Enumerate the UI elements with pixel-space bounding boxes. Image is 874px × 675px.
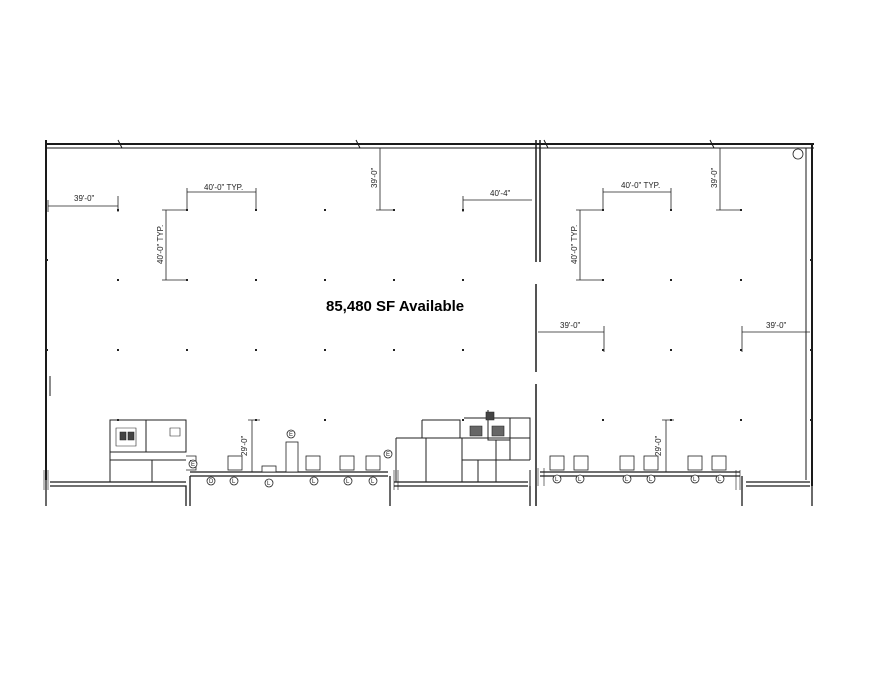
column [740,349,742,351]
column [324,419,326,421]
marker-leveler: L [718,477,722,483]
marker-leveler: L [312,479,316,485]
column [740,279,742,281]
dock-door [339,455,355,471]
dim-typ-v-right: 40'-0" TYP. [570,225,579,264]
column [186,349,188,351]
dock-door [365,455,381,471]
marker-leveler: L [693,477,697,483]
column [810,259,812,261]
column [462,279,464,281]
marker-exit: E [289,432,293,438]
column [186,279,188,281]
dim-typ-v-left: 40'-0" TYP. [156,225,165,264]
dock-door [285,441,299,473]
marker-leveler: L [346,479,350,485]
column [46,259,48,261]
dim-depth-right: 39'-0" [710,167,719,188]
dim-dock-right: 29'-0" [654,435,663,456]
column [324,279,326,281]
dim-depth-left: 39'-0" [370,167,379,188]
column [255,349,257,351]
marker-exit: E [386,452,390,458]
marker-leveler: L [371,479,375,485]
marker-exit: E [191,462,195,468]
column [46,349,48,351]
column [462,349,464,351]
dock-doors [227,441,727,473]
marker-leveler: L [267,481,271,487]
column-round [792,148,804,160]
dim-bay-far-right: 39'-0" [766,321,787,330]
column [670,279,672,281]
marker-leveler: L [578,477,582,483]
column [462,419,464,421]
dock-door [687,455,703,471]
dock-markers: D L L L L L L L L L L L E E E [188,429,725,488]
dim-span-mid: 40'-4" [490,189,511,198]
column [602,419,604,421]
dim-bay-left: 39'-0" [74,194,95,203]
column [740,419,742,421]
column [255,279,257,281]
dim-typ-h-left: 40'-0" TYP. [204,183,243,192]
dim-bay-mid-right: 39'-0" [560,321,581,330]
marker-leveler: L [649,477,653,483]
marker-door: D [209,479,214,485]
office-middle [395,410,531,482]
dock-door [549,455,565,471]
dock-door [227,455,243,471]
column [393,279,395,281]
available-sf-label: 85,480 SF Available [326,298,464,315]
column [670,349,672,351]
column [117,279,119,281]
dimension-lines: 39'-0" 40'-0" TYP. 40'-0" TYP. 39'-0" 40… [47,148,810,472]
dock-door [619,455,635,471]
dim-dock-left: 29'-0" [240,435,249,456]
dock-door [643,455,659,471]
column [393,349,395,351]
column [602,349,604,351]
column [324,209,326,211]
marker-leveler: L [232,479,236,485]
dock-door [573,455,589,471]
column [810,419,812,421]
column [810,349,812,351]
building-walls [43,139,814,506]
dock-door [305,455,321,471]
column [324,349,326,351]
dim-typ-h-right: 40'-0" TYP. [621,181,660,190]
dock-door [711,455,727,471]
marker-leveler: L [625,477,629,483]
column [602,279,604,281]
marker-leveler: L [555,477,559,483]
column [117,349,119,351]
office-left [109,419,197,482]
dock-door [261,465,277,473]
